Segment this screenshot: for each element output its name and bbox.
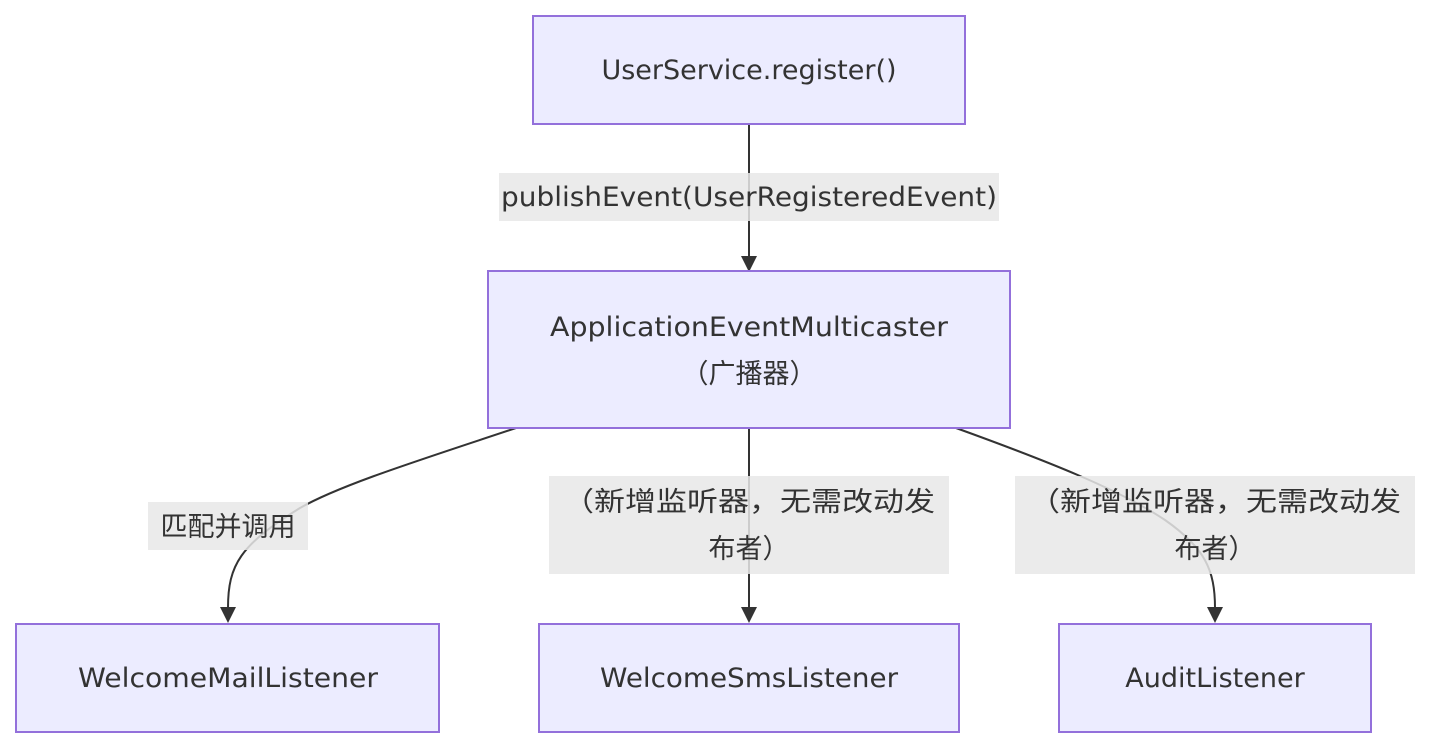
arrowhead-icon — [741, 607, 757, 623]
node-multicaster: ApplicationEventMulticaster （广播器） — [487, 270, 1011, 429]
edge-label-to-audit-line1: （新增监听器，无需改动发 — [1029, 487, 1401, 518]
arrowhead-icon — [220, 607, 236, 623]
node-register: UserService.register() — [532, 15, 966, 125]
arrowhead-icon — [741, 256, 757, 272]
node-mail-label: WelcomeMailListener — [78, 663, 379, 694]
arrowhead-icon — [1207, 607, 1223, 623]
edge-label-to-sms-line1: （新增监听器，无需改动发 — [563, 487, 935, 518]
node-audit: AuditListener — [1058, 623, 1372, 733]
edge-label-to-sms: （新增监听器，无需改动发 布者） — [549, 476, 949, 574]
edge-label-publish: publishEvent(UserRegisteredEvent) — [499, 173, 999, 221]
edge-label-to-sms-line2: 布者） — [709, 534, 790, 565]
node-multicaster-label-line2: （广播器） — [682, 359, 817, 390]
edge-label-to-audit-line2: 布者） — [1175, 534, 1256, 565]
edge-label-to-audit: （新增监听器，无需改动发 布者） — [1015, 476, 1415, 574]
node-mail: WelcomeMailListener — [15, 623, 440, 733]
node-sms: WelcomeSmsListener — [538, 623, 960, 733]
edge-label-to-mail-text: 匹配并调用 — [161, 512, 296, 543]
node-multicaster-label-line1: ApplicationEventMulticaster — [550, 312, 949, 343]
node-audit-label: AuditListener — [1125, 663, 1305, 694]
edge-label-to-mail: 匹配并调用 — [148, 502, 308, 550]
node-register-label: UserService.register() — [601, 55, 896, 86]
edge-label-publish-text: publishEvent(UserRegisteredEvent) — [501, 182, 997, 213]
node-sms-label: WelcomeSmsListener — [600, 663, 899, 694]
